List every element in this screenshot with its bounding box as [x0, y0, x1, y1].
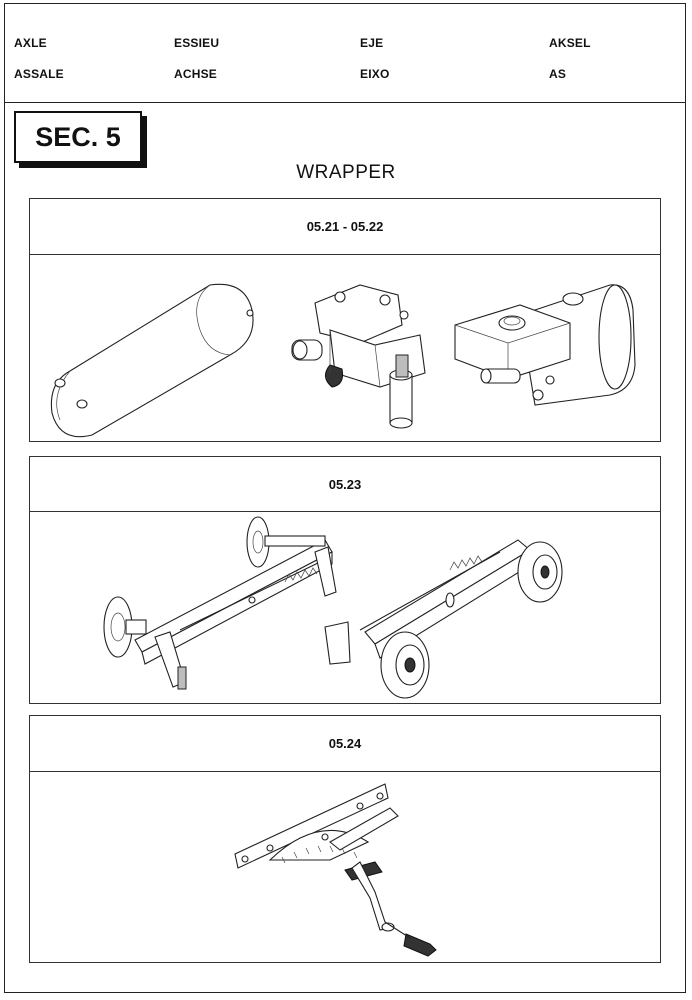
panel-illustration: [30, 512, 660, 703]
header-word-en: AXLE: [14, 36, 47, 50]
header-word-da: AKSEL: [549, 36, 591, 50]
header-word-nl: AS: [549, 67, 567, 81]
panel-05-23[interactable]: 05.23: [29, 456, 661, 704]
panel-illustration: [30, 772, 660, 962]
axle-right-drawing: [324, 539, 563, 699]
header-word-de: ACHSE: [174, 67, 218, 81]
air-tank-drawing: [50, 283, 254, 438]
parts-illustration: [50, 283, 636, 438]
axle-left-drawing: [103, 516, 337, 690]
page-title: WRAPPER: [296, 162, 396, 183]
header-word-pt: EIXO: [360, 67, 390, 81]
header-word-fr: ESSIEU: [174, 36, 220, 50]
panel-code: 05.23: [30, 457, 660, 512]
axles-illustration: [103, 516, 563, 699]
page-frame: [4, 3, 686, 993]
section-badge: SEC. 5: [14, 111, 142, 163]
header-word-es: EJE: [360, 36, 384, 50]
brake-valve-drawing: [291, 284, 426, 429]
panel-05-24[interactable]: 05.24: [29, 715, 661, 963]
language-header: AXLE ESSIEU EJE AKSEL ASSALE ACHSE EIXO …: [4, 3, 686, 103]
panel-illustration: [30, 255, 660, 441]
hand-brake-lever-drawing: [234, 783, 437, 957]
panel-code: 05.24: [30, 716, 660, 772]
panel-05-21-05-22[interactable]: 05.21 - 05.22: [29, 198, 661, 442]
master-cylinder-drawing: [454, 284, 636, 406]
panel-code: 05.21 - 05.22: [30, 199, 660, 255]
hand-brake-illustration: [234, 783, 437, 957]
header-word-it: ASSALE: [14, 67, 64, 81]
